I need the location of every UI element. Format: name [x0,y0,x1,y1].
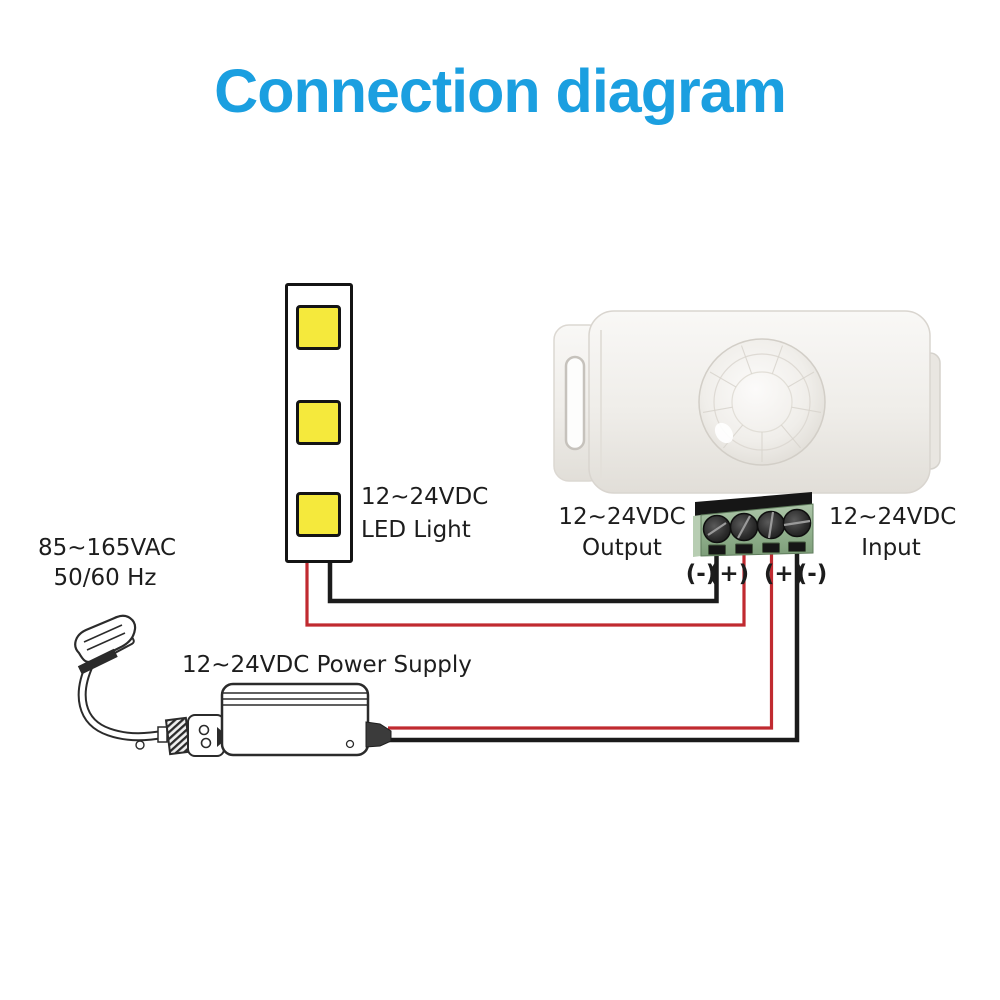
sensor-input-label: 12~24VDC Input [829,502,957,564]
pir-sensor-module [553,310,941,557]
sensor-output-voltage: 12~24VDC [558,504,686,530]
led-light-name: LED Light [361,517,471,543]
sensor-input-name: Input [861,535,921,561]
sensor-input-voltage: 12~24VDC [829,504,957,530]
pir-dome-icon [698,338,826,466]
mounting-slot [564,355,586,451]
polarity-label-input-positive: (+) [763,561,805,587]
screw-terminal [756,510,786,540]
power-supply-graphic [74,614,392,757]
input-negative-wire [389,548,800,743]
ac-supply-label: 85~165VAC 50/60 Hz [38,533,177,593]
page-title: Connection diagram [214,57,787,125]
polarity-label-input-negative: (-) [796,561,828,587]
polarity-label-output-positive: (+) [708,561,750,587]
ac-plug-icon [74,614,137,675]
power-supply-label: 12~24VDC Power Supply [182,652,472,678]
screw-terminal [702,514,732,544]
power-supply-ribs [223,692,367,706]
power-supply-body [220,682,370,757]
terminal-screws [702,508,812,544]
output-positive-wire [305,548,746,627]
terminal-wire-slots [708,541,806,555]
ac-cable [77,659,171,742]
led-chip [296,305,341,350]
wires-layer [305,548,800,743]
led-light-voltage: 12~24VDC [361,484,489,510]
sketch-dot [135,740,145,750]
led-strip-graphic [285,283,353,563]
screw-terminal [729,512,759,542]
sensor-output-label: 12~24VDC Output [557,502,687,564]
led-chip [296,492,341,537]
input-positive-wire [388,548,774,730]
ac-supply-voltage: 85~165VAC [38,535,177,561]
screw-terminal [782,508,812,538]
power-supply-screw-hole [345,739,355,749]
polarity-label-output-negative: (-) [685,561,717,587]
led-light-label: 12~24VDC LED Light [361,481,488,547]
sensor-output-name: Output [582,535,662,561]
ac-supply-frequency: 50/60 Hz [53,565,157,591]
dc-output-connector [365,721,392,748]
output-negative-wire [327,548,719,604]
terminal-block [693,492,814,557]
led-chip [296,400,341,445]
dc-input-connector [157,714,225,757]
